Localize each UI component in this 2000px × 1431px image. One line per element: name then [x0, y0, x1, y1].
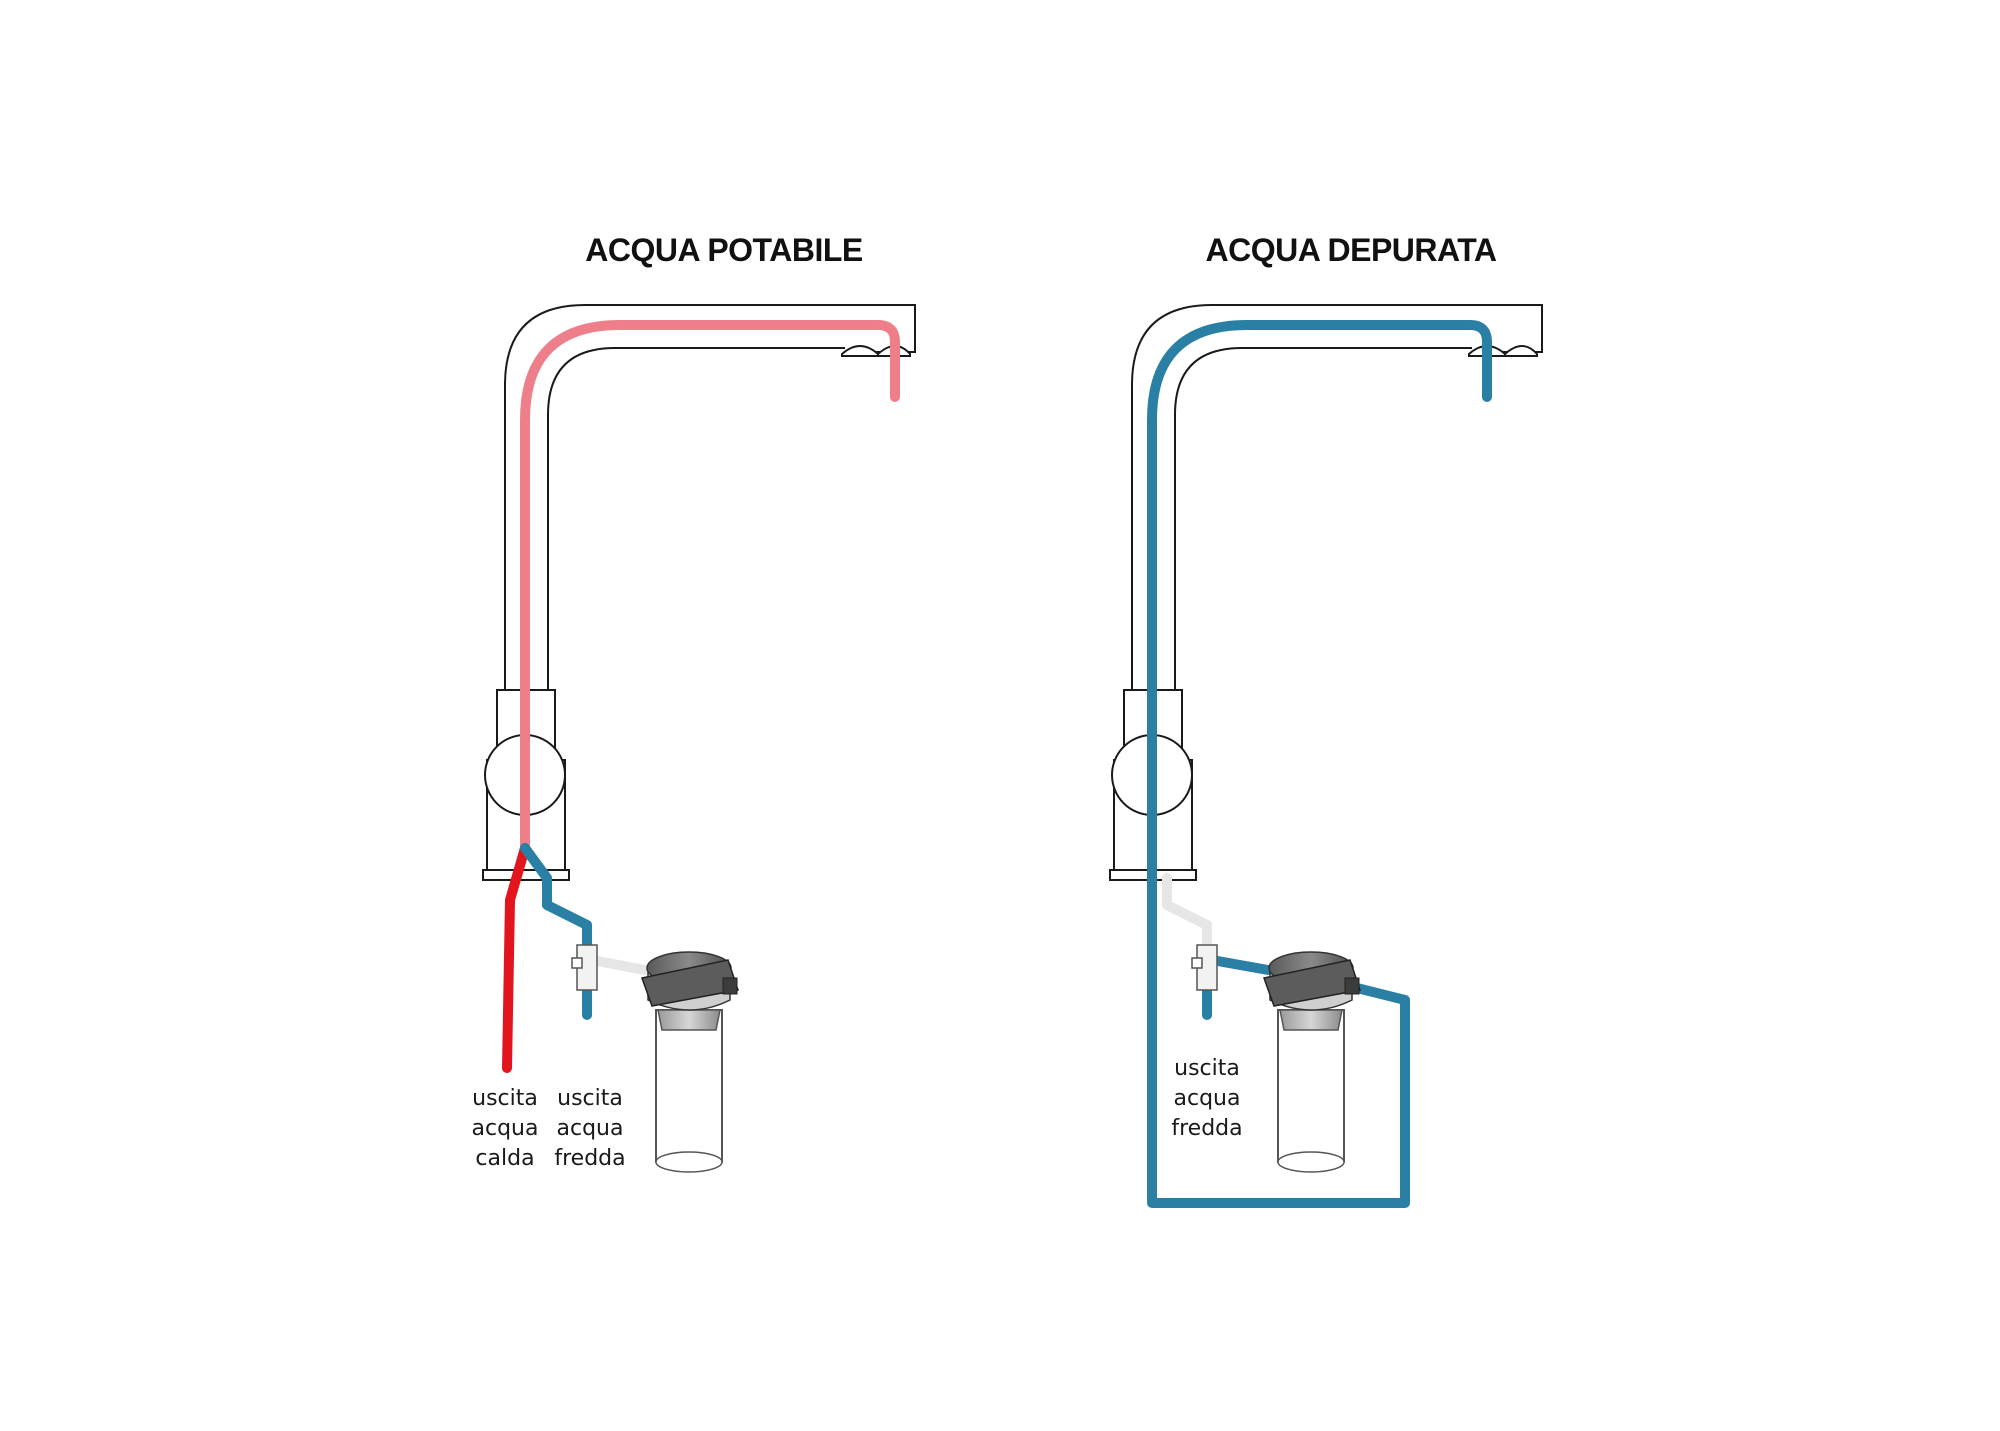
cold-water-pipe [520, 843, 592, 960]
label-line: acqua [471, 1116, 539, 1141]
title-acqua-depurata: ACQUA DEPURATA [1205, 232, 1497, 268]
valve-right [1191, 944, 1218, 991]
pipes-right [1147, 320, 1492, 1208]
label-hot-out-left: uscita acqua calda [445, 1084, 565, 1174]
label-line: fredda [1171, 1116, 1243, 1141]
title-acqua-potabile: ACQUA POTABILE [585, 232, 863, 268]
valve-left [571, 944, 598, 991]
label-line: fredda [554, 1146, 626, 1171]
hot-water-pipe [502, 843, 530, 1073]
label-line: uscita [472, 1086, 538, 1111]
filter-right [1263, 951, 1361, 1173]
filter-left [641, 951, 739, 1173]
faucet-right [1109, 304, 1543, 881]
label-cold-out-right: uscita acqua fredda [1147, 1054, 1267, 1144]
label-cold-out-left: uscita acqua fredda [530, 1084, 650, 1174]
label-line: calda [475, 1146, 535, 1171]
purified-water-flow [1147, 320, 1492, 865]
label-line: uscita [557, 1086, 623, 1111]
hot-water-flow [520, 320, 900, 853]
pipes-left [502, 320, 900, 1073]
label-line: acqua [556, 1116, 624, 1141]
faucet-left [482, 304, 916, 881]
label-line: uscita [1174, 1056, 1240, 1081]
label-line: acqua [1173, 1086, 1241, 1111]
